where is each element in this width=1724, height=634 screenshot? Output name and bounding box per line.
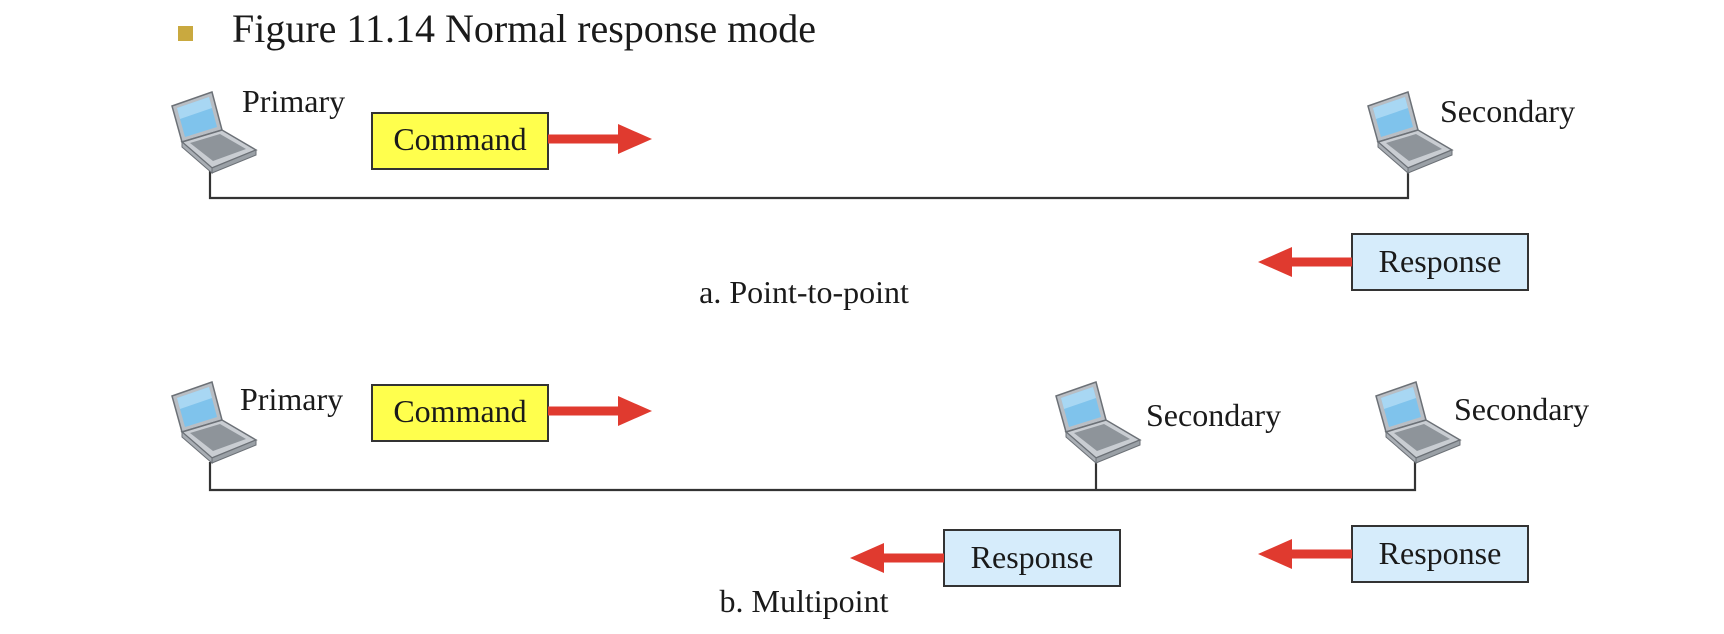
mp-secondary-2-laptop-icon (1375, 381, 1461, 464)
mp-command-label: Command (393, 393, 526, 429)
p2p-primary-label: Primary (242, 83, 345, 119)
mp-response-2-box (1351, 525, 1529, 583)
p2p-link-line (208, 170, 1410, 200)
figure-title: Figure 11.14 Normal response mode (232, 6, 816, 51)
mp-secondary-2-label: Secondary (1454, 391, 1589, 427)
multipoint-diagram: Primary Command Secondary Secondary Resp… (171, 381, 1589, 619)
mp-link-line (208, 462, 1417, 492)
mp-command-arrow (548, 396, 652, 426)
mp-primary-label: Primary (240, 381, 343, 417)
mp-response-1-label: Response (971, 539, 1094, 575)
mp-response-1-arrow (850, 543, 944, 573)
mp-response-2-arrow (1258, 539, 1352, 569)
mp-secondary-1-laptop-icon (1055, 381, 1141, 464)
p2p-command-label: Command (393, 121, 526, 157)
p2p-response-label: Response (1379, 243, 1502, 279)
p2p-response-box (1351, 233, 1529, 291)
point-to-point-diagram: Primary Command Secondary Response a. Po… (171, 83, 1575, 310)
mp-secondary-1-label: Secondary (1146, 397, 1281, 433)
p2p-command-box (371, 112, 549, 170)
title-bullet (178, 26, 193, 41)
mp-caption: b. Multipoint (720, 583, 889, 619)
p2p-response-arrow (1258, 247, 1352, 277)
p2p-caption: a. Point-to-point (699, 274, 909, 310)
mp-command-box (371, 384, 549, 442)
p2p-secondary-label: Secondary (1440, 93, 1575, 129)
mp-response-2-label: Response (1379, 535, 1502, 571)
p2p-command-arrow (548, 124, 652, 154)
